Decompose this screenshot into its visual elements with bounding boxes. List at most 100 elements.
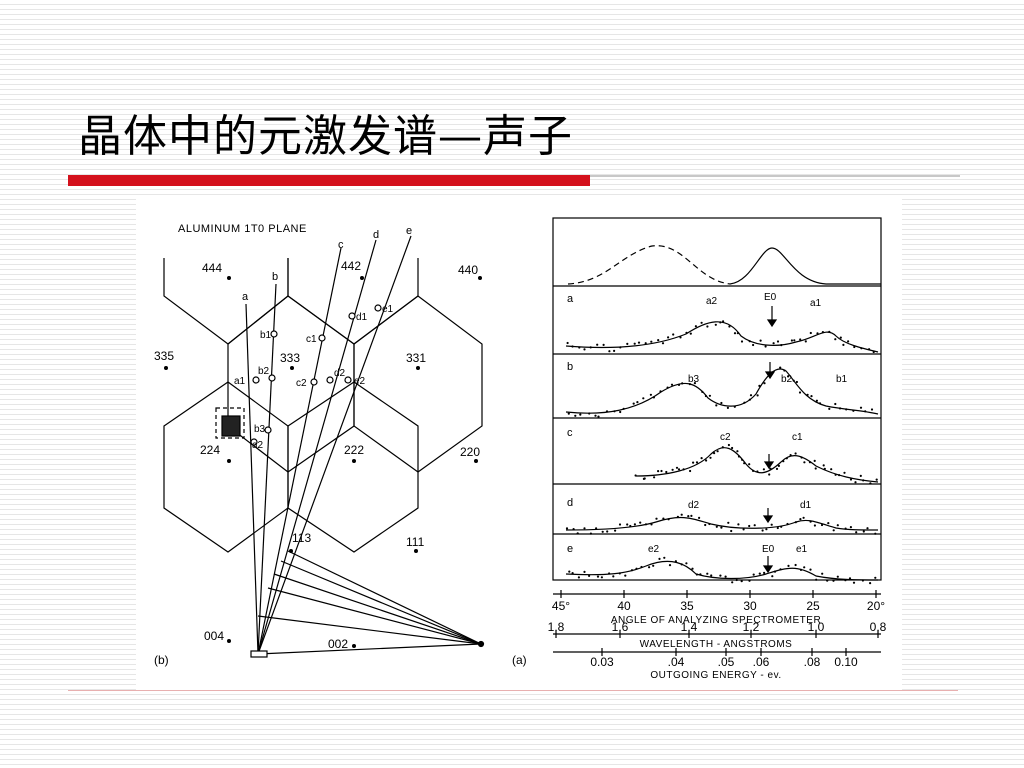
footer-rule [68,690,958,691]
ray-label-b: b [272,271,278,283]
scan-point [748,579,751,582]
lattice-dot-113 [289,549,293,553]
scan-point [596,575,600,578]
scan-point [860,347,863,350]
scan-point [618,523,622,526]
scan-point [583,527,586,530]
scan-e-peak-e2: e2 [648,544,660,555]
scan-point [566,341,569,345]
scan-point [769,467,772,470]
scan-point [608,572,611,575]
marker-a1 [252,376,260,384]
scan-point [748,463,751,466]
scan-point [677,468,681,471]
scan-point [752,343,755,347]
scan-point [752,573,755,576]
scan-point [794,563,797,567]
scan-point [583,348,586,351]
scan-point [709,456,712,459]
lattice-label-002: 002 [328,637,348,651]
scan-point [731,446,734,450]
scan-point [834,338,837,341]
scan-point [785,457,788,460]
figure-a: a a2 E0 a1 b b3 b2 b1 c c2 c1 d d2 d1 e … [512,217,887,681]
scan-point [803,461,806,464]
scan-point [571,572,574,575]
scan-point [799,338,802,341]
hex-bottom-right [287,381,419,553]
lattice-dot-111 [414,549,418,553]
scan-point [839,336,842,339]
scan-point [700,321,703,324]
scan-point [589,346,592,349]
wavelength-axis-label: WAVELENGTH - ANGSTROMS [640,639,793,650]
scan-point [648,566,651,569]
scan-point [818,402,822,405]
lattice-dot-333 [290,366,294,370]
scan-point [752,469,755,472]
scan-point [635,567,638,570]
point-label-a2: a2 [252,440,264,451]
scan-point [868,348,871,351]
scan-point [602,343,605,346]
scan-point [847,340,850,343]
scan-point [733,405,736,408]
scan-point [845,408,848,411]
scan-c-label: c [567,427,573,439]
scan-point [815,578,818,581]
scan-point [786,522,789,526]
scan-point [775,467,779,470]
scan-point [655,517,658,520]
scan-point [704,394,708,398]
scan-point [685,562,688,565]
point-label-c1: c1 [306,334,317,345]
scan-point [808,461,812,464]
scan-point [630,569,634,572]
scan-point [650,523,653,526]
scan-point [776,526,779,530]
scan-point [614,529,617,532]
lattice-dot-002 [352,644,356,648]
scan-point [753,524,756,527]
point-label-e2: e2 [354,376,366,387]
scan-point [826,579,829,582]
marker-d1 [348,312,356,320]
scan-point [748,340,751,343]
scan-point [574,414,577,417]
scan-e-peak-e1: e1 [796,544,808,555]
scan-point [874,532,877,535]
scan-point [794,521,797,524]
scan-point [737,523,740,526]
scan-point [613,349,616,352]
scan-point [862,479,865,482]
scan-point [644,342,647,345]
scan-point [724,575,727,578]
scan-d-peak-d2: d2 [688,500,700,511]
scan-point [605,410,609,413]
scan-point [740,580,743,583]
scan-point [618,572,621,575]
scan-point [759,339,762,342]
title-accent-bar [68,175,590,186]
scan-point [677,383,681,386]
scan-point [787,375,790,378]
scan-b-curve [565,368,879,415]
scan-point [640,565,643,569]
scan-point [869,582,872,585]
ray-d [257,239,377,655]
fan-line-4 [273,573,482,645]
incident-profile-solid [729,247,881,285]
ray-e [257,235,412,655]
scan-point [827,522,830,525]
scan-b-label: b [567,361,573,373]
scan-point [736,450,739,453]
hex-right [353,295,483,473]
scan-point [844,527,847,530]
scan-point [859,474,862,477]
scan-point [597,415,600,418]
scan-point [836,575,839,578]
scan-point [783,369,786,372]
scan-point [864,410,867,413]
panel-label-b: (b) [154,653,169,667]
scan-point [698,516,701,519]
